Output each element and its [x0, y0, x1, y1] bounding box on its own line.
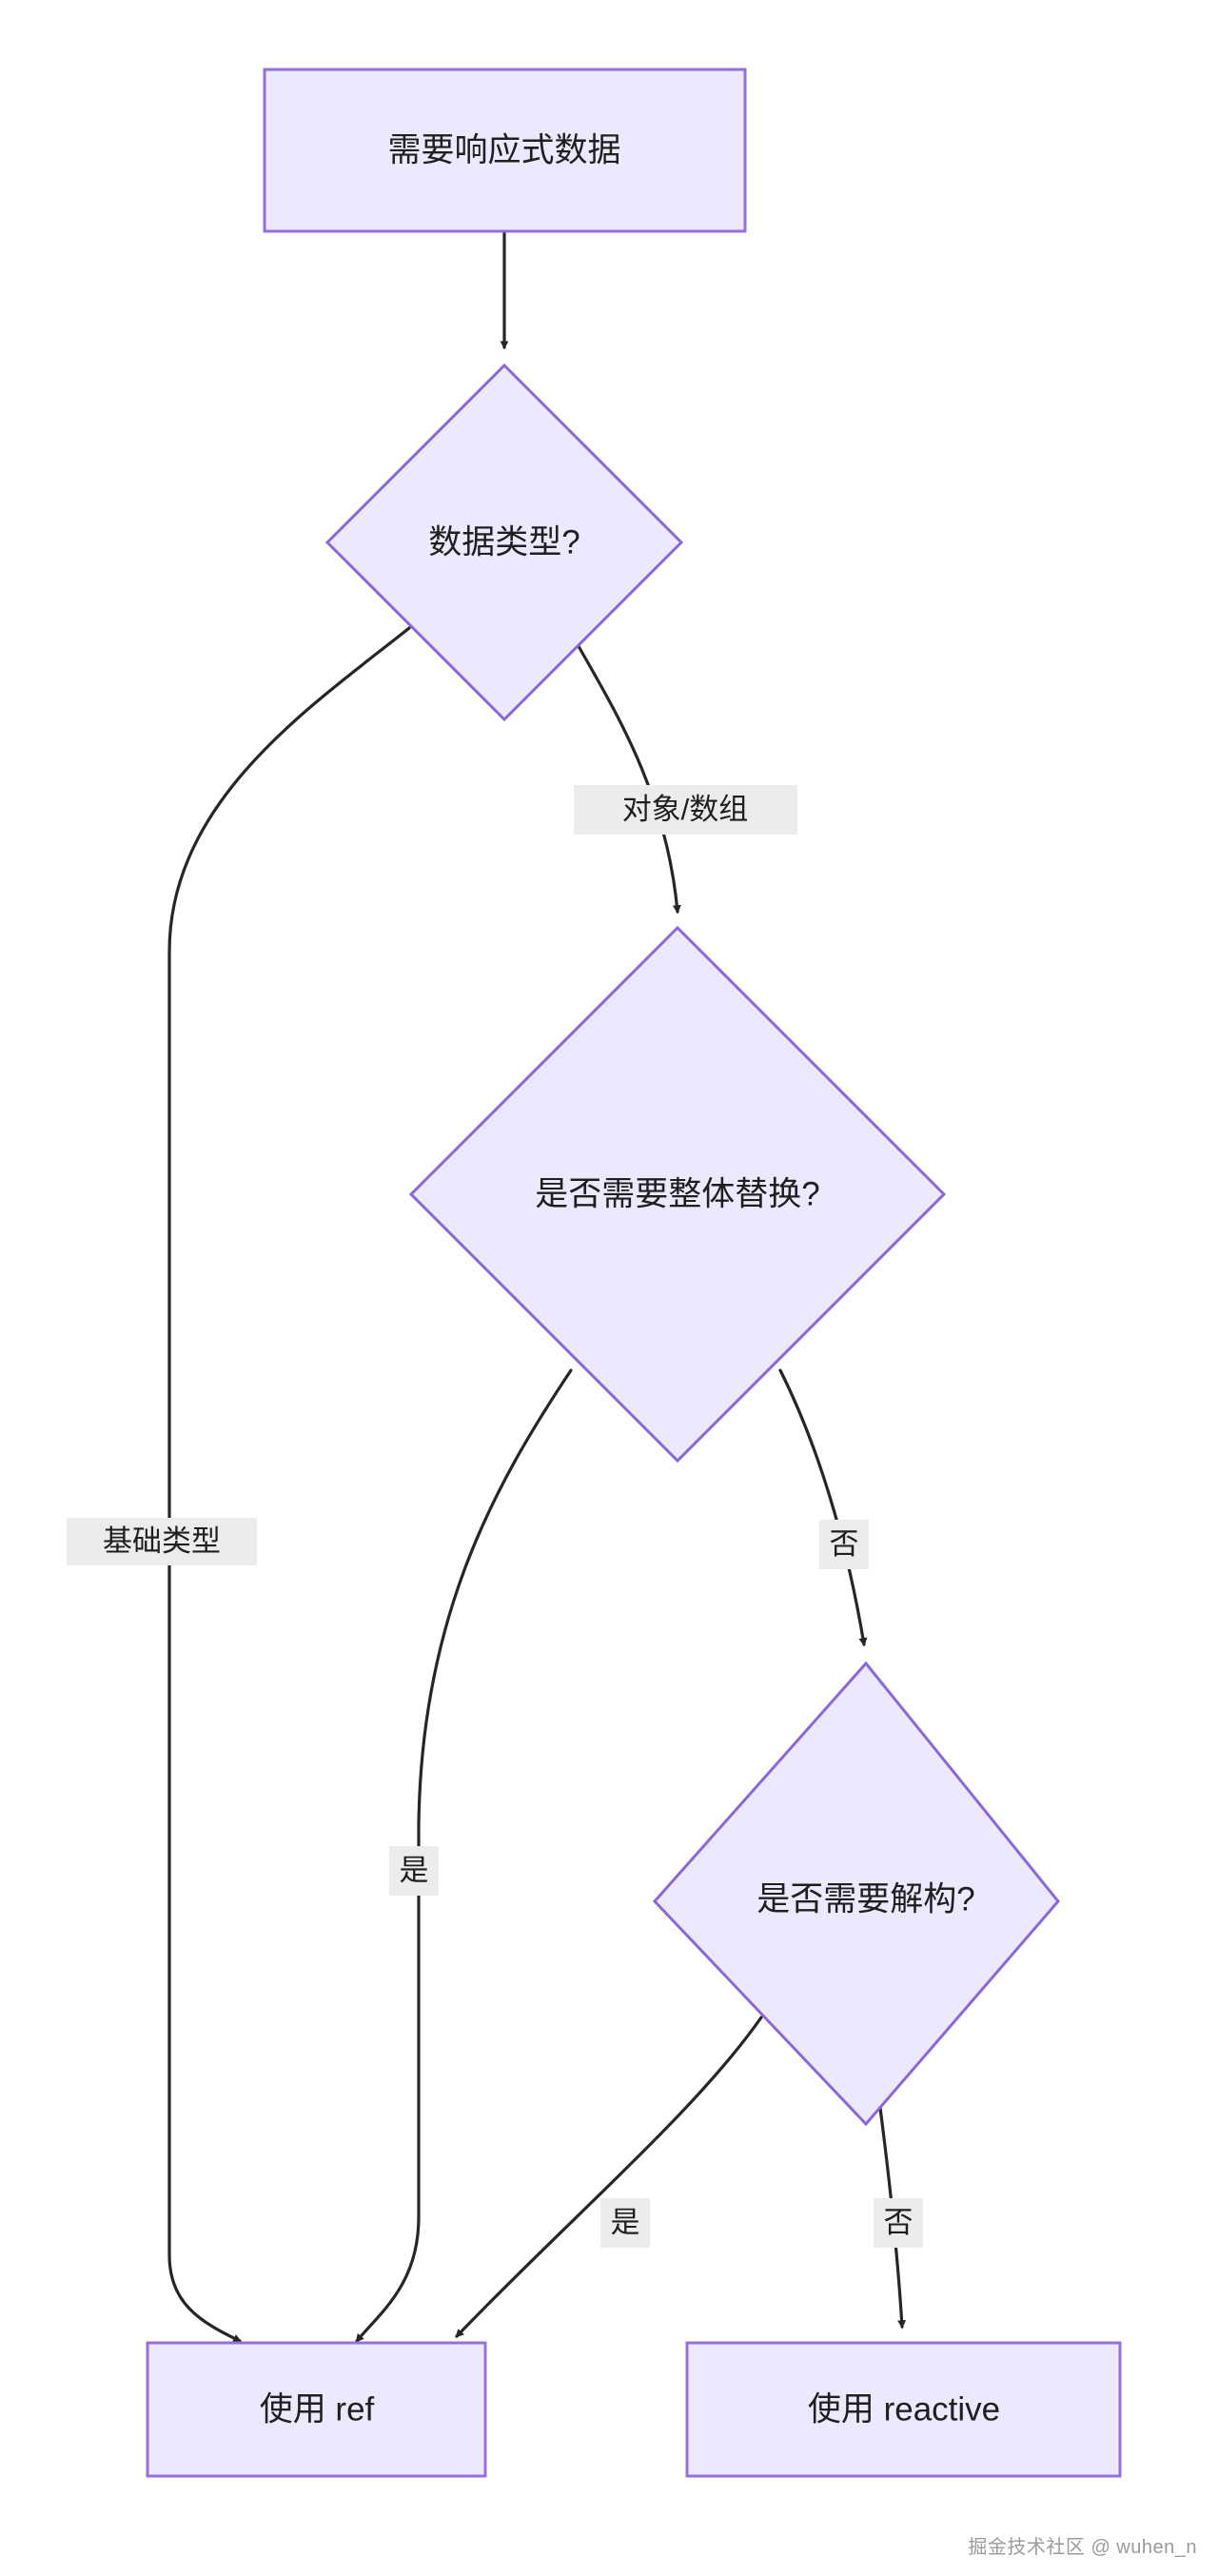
node-use-ref-label: 使用 ref — [260, 2390, 375, 2428]
edge-label-object-array-text: 对象/数组 — [622, 793, 749, 826]
node-use-reactive[interactable]: 使用 reactive — [685, 2341, 1122, 2478]
node-data-type-label: 数据类型? — [428, 523, 580, 560]
node-need-destructure[interactable]: 是否需要解构? — [652, 1661, 1060, 2127]
edge-label-replace-yes-text: 是 — [400, 1854, 429, 1887]
node-need-destructure-label: 是否需要解构? — [756, 1880, 974, 1917]
edge-label-destruct-yes-text: 是 — [611, 2206, 640, 2239]
edge-label-basic-type: 基础类型 — [67, 1518, 257, 1565]
edge-label-basic-type-text: 基础类型 — [103, 1524, 221, 1558]
edge-label-replace-yes: 是 — [389, 1846, 439, 1896]
edge-type-to-replace — [569, 631, 681, 914]
edge-label-destruct-no-text: 否 — [884, 2206, 914, 2239]
edge-label-destruct-no: 否 — [874, 2198, 923, 2248]
node-start[interactable]: 需要响应式数据 — [263, 68, 747, 233]
node-data-type[interactable]: 数据类型? — [324, 363, 684, 722]
node-whole-replace-label: 是否需要整体替换? — [535, 1175, 819, 1212]
edge-label-object-array: 对象/数组 — [574, 785, 797, 835]
node-start-label: 需要响应式数据 — [387, 131, 620, 168]
edge-label-replace-no-text: 否 — [830, 1527, 859, 1561]
node-use-reactive-label: 使用 reactive — [808, 2390, 1000, 2428]
node-whole-replace[interactable]: 是否需要整体替换? — [408, 925, 947, 1464]
edge-replace-to-use-ref — [355, 1368, 573, 2343]
edge-label-destruct-yes: 是 — [600, 2198, 650, 2248]
watermark: 掘金技术社区 @ wuhen_n — [968, 2537, 1197, 2558]
edge-replace-to-destruct — [778, 1368, 868, 1647]
edge-type-to-use-ref — [167, 626, 411, 2343]
node-use-ref[interactable]: 使用 ref — [146, 2341, 487, 2478]
edge-label-replace-no: 否 — [819, 1520, 869, 1569]
edge-destruct-to-use-ref — [455, 2016, 763, 2338]
